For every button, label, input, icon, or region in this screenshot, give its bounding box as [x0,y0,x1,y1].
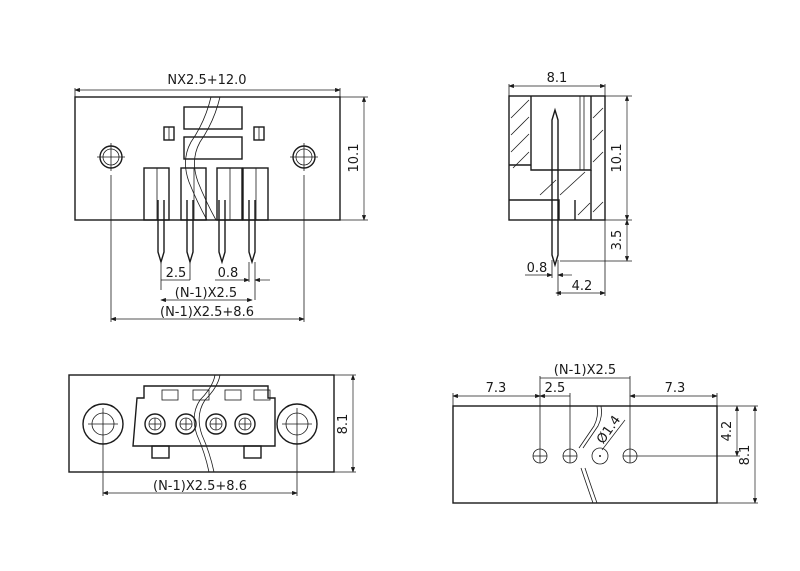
front-body-outline [74,96,341,221]
side-pin-length-label: 3.5 [610,230,625,251]
pcb-outline [452,405,718,504]
pcb-right-label: 7.3 [665,381,686,396]
top-body-outline [68,374,335,473]
pcb-height-label: 8.1 [738,445,753,466]
pcb-holes [532,447,638,465]
pin-slots [143,167,269,221]
top-total-label: (N-1)X2.5+8.6 [153,479,247,494]
mount-hole-left [97,143,125,171]
top-mount-hole-right [276,403,318,496]
pcb-pitch-label: 2.5 [545,381,566,396]
pcb-hole-label: Ø1.4 [594,413,624,447]
side-pin-label: 0.8 [527,261,548,276]
front-width-label: NX2.5+12.0 [167,73,246,88]
plug-body [132,385,276,447]
latch-slot-top [183,106,243,130]
pcb-layout-view: (N-1)X2.5 7.3 2.5 7.3 Ø1.4 4.2 8.1 [452,363,758,504]
front-total-label: (N-1)X2.5+8.6 [160,305,254,320]
mount-hole-right [290,143,318,171]
top-height-label: 8.1 [336,414,351,435]
section-hatching [510,99,604,216]
side-width-label: 8.1 [547,71,568,86]
front-span-label: (N-1)X2.5 [175,286,237,301]
top-mount-hole-left [82,403,124,496]
break-line [185,96,212,221]
latch-slot-bottom [183,136,243,160]
pcb-left-label: 7.3 [486,381,507,396]
top-view: 8.1 (N-1)X2.5+8.6 [68,374,356,496]
screw-terminals [144,413,256,435]
side-view: 8.1 10.1 3.5 0.8 4.2 [508,71,632,296]
front-height-label: 10.1 [347,144,362,173]
front-pitch-label: 2.5 [166,266,187,281]
side-body-outline [508,95,606,221]
pcb-span-label: (N-1)X2.5 [554,363,616,378]
pcb-offset-label: 4.2 [720,421,735,442]
side-offset-label: 4.2 [572,279,593,294]
side-pin [551,107,559,268]
front-view: NX2.5+12.0 10.1 2.5 0.8 (N-1)X2.5 (N-1)X… [74,73,368,322]
side-height-label: 10.1 [610,144,625,173]
front-pin-label: 0.8 [218,266,239,281]
